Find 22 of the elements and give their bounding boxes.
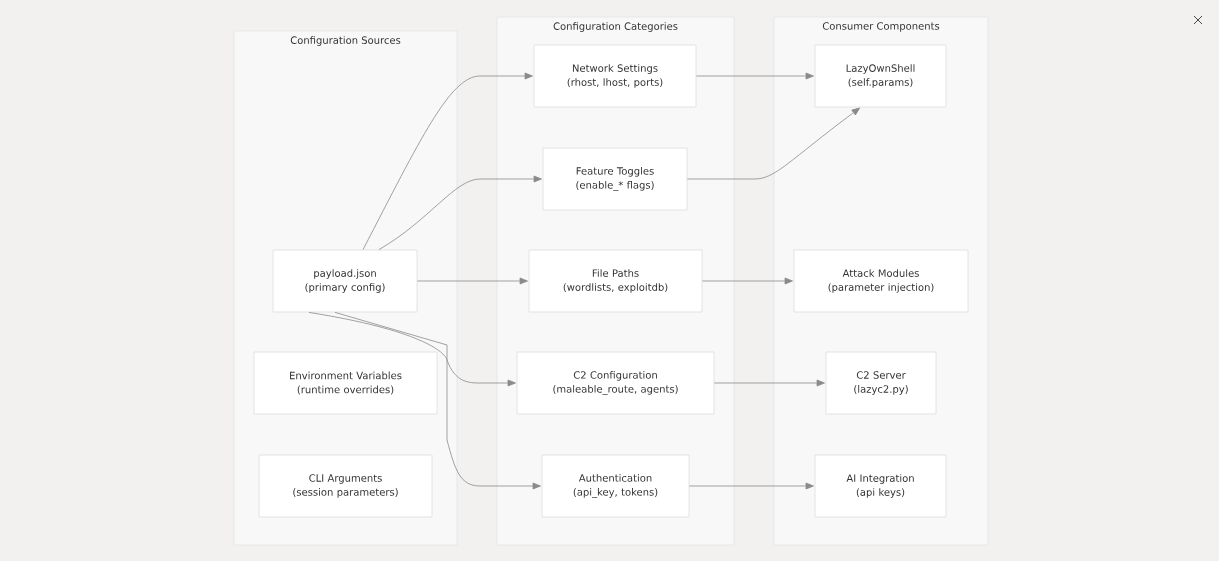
process-box: C2 Configuration (maleable_route, agents) — [516, 351, 715, 415]
arrow — [378, 175, 542, 250]
arrow — [714, 379, 825, 387]
process-box: C2 Server (lazyc2.py) — [825, 351, 937, 415]
process-box: Attack Modules (parameter injection) — [793, 249, 969, 313]
process-box: payload.json (primary config) — [272, 249, 418, 313]
process-box: File Paths (wordlists, exploitdb) — [528, 249, 703, 313]
arrow — [417, 277, 528, 285]
arrow — [689, 482, 814, 490]
process-box: Network Settings (rhost, lhost, ports) — [533, 44, 697, 108]
process-box: LazyOwnShell (self.params) — [814, 44, 947, 108]
process-box: Environment Variables (runtime overrides) — [253, 351, 438, 415]
arrow — [687, 107, 860, 180]
process-box: AI Integration (api keys) — [814, 454, 947, 518]
process-box: CLI Arguments (session parameters) — [258, 454, 433, 518]
process-box: Authentication (api_key, tokens) — [541, 454, 690, 518]
arrow — [362, 72, 533, 250]
arrow — [334, 312, 541, 490]
arrow — [702, 277, 793, 285]
arrow — [696, 72, 814, 80]
process-box: Feature Toggles (enable_* flags) — [542, 147, 688, 211]
arrow — [308, 312, 516, 387]
